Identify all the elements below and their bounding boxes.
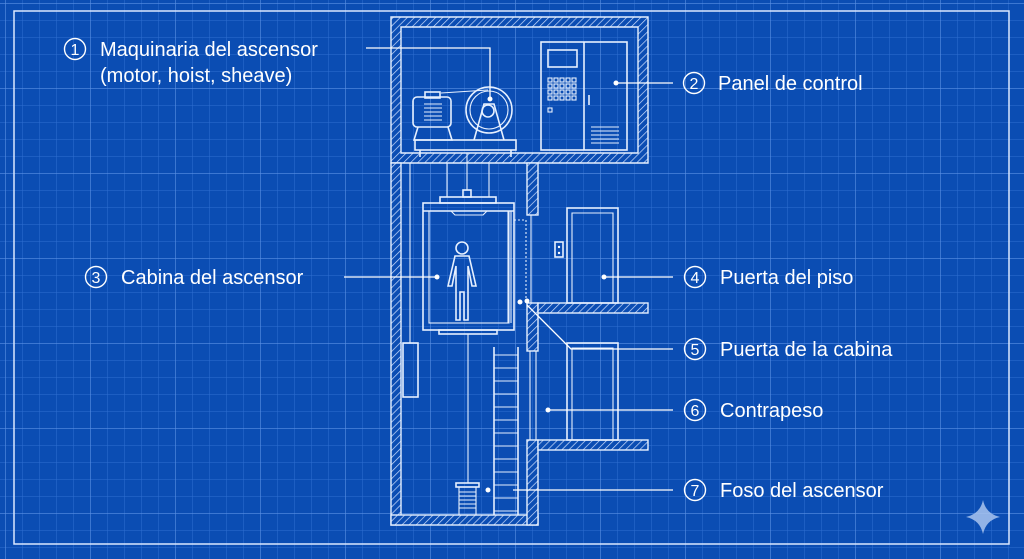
keypad-key [559, 95, 565, 101]
keypad-key [547, 77, 553, 83]
floor-slab-lower [537, 439, 649, 451]
keypad-key [571, 83, 577, 89]
callout-label: Maquinaria del ascensor [100, 39, 318, 61]
keypad-key [547, 83, 553, 89]
callout-number: 4 [691, 270, 700, 287]
drawing-frame [13, 10, 1010, 545]
callout-number: 1 [71, 42, 80, 59]
callout-number-badge [63, 37, 87, 61]
callout-label: Foso del ascensor [720, 480, 884, 502]
callout-3: 3 Cabina del ascensor [84, 265, 304, 289]
keypad-key [547, 95, 553, 101]
callout-1: 1 Maquinaria del ascensor (motor, hoist,… [63, 37, 318, 87]
callout-number: 2 [690, 76, 699, 93]
sheave [465, 86, 513, 134]
callout-label-detail: (motor, hoist, sheave) [100, 65, 292, 87]
panel-screen [547, 49, 578, 68]
callout-number-badge [682, 71, 706, 95]
keypad-key [553, 83, 559, 89]
callout-label: Cabina del ascensor [121, 267, 304, 289]
keypad-key [571, 77, 577, 83]
keypad-key [547, 89, 553, 95]
pit-ladder [493, 347, 519, 515]
callout-number: 6 [691, 403, 700, 420]
callout-leaders [344, 47, 673, 491]
callout-number: 7 [691, 483, 700, 500]
callout-label: Contrapeso [720, 400, 823, 422]
callout-label: Puerta de la cabina [720, 339, 893, 361]
keypad-key [565, 89, 571, 95]
callout-2: 2 Panel de control [682, 71, 863, 95]
keypad-key [565, 83, 571, 89]
callout-dots [434, 80, 619, 493]
floor-slab-upper [537, 302, 649, 314]
keypad-key [553, 77, 559, 83]
machine-base [414, 139, 517, 151]
pit-buffer [455, 482, 480, 516]
keypad-key [571, 95, 577, 101]
landing-door-lower [566, 342, 619, 441]
callout-number-badge [683, 398, 707, 422]
keypad-key [559, 89, 565, 95]
keypad-key [565, 77, 571, 83]
call-button [554, 241, 564, 258]
callout-number-badge [84, 265, 108, 289]
callout-number: 3 [92, 270, 101, 287]
callout-label: Puerta del piso [720, 267, 853, 289]
callout-number: 5 [691, 342, 700, 359]
keypad-key [571, 89, 577, 95]
callout-7: 7 Foso del ascensor [683, 478, 884, 502]
callout-number-badge [683, 265, 707, 289]
panel-keypad [547, 77, 577, 101]
panel-vent [591, 126, 619, 144]
keypad-key [553, 89, 559, 95]
callout-number-badge [683, 478, 707, 502]
callout-4: 4 Puerta del piso [683, 265, 853, 289]
callout-label: Panel de control [718, 73, 863, 95]
landing-door-upper [554, 207, 619, 304]
keypad-key [559, 77, 565, 83]
motor [412, 96, 452, 128]
machine-room [390, 16, 649, 164]
keypad-key [553, 95, 559, 101]
callout-6: 6 Contrapeso [683, 398, 823, 422]
sparkle-icon [966, 500, 1000, 534]
keypad-key [559, 83, 565, 89]
callout-5: 5 Puerta de la cabina [683, 337, 893, 361]
control-panel [540, 41, 628, 151]
person-icon [446, 241, 478, 321]
keypad-key [565, 95, 571, 101]
callout-number-badge [683, 337, 707, 361]
